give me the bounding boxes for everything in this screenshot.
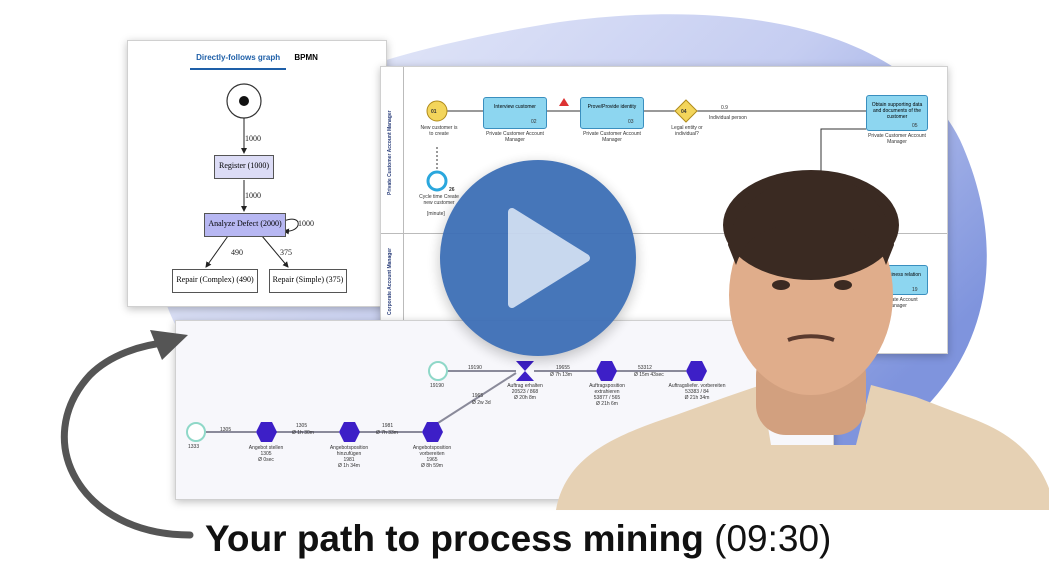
video-caption: Your path to process mining (09:30) bbox=[205, 518, 831, 560]
lane-header-column bbox=[381, 67, 404, 353]
play-icon bbox=[508, 208, 590, 308]
task-prove-identity[interactable]: Prove/Provide identity bbox=[580, 97, 644, 129]
node-repair-simple[interactable]: Repair (Simple) (375) bbox=[269, 269, 347, 293]
task-interview-customer[interactable]: Interview customer bbox=[483, 97, 547, 129]
start-node-a bbox=[186, 422, 206, 442]
task-role: Corporate Account Manager bbox=[876, 297, 918, 309]
video-title: Your path to process mining bbox=[205, 518, 704, 559]
task-obtain-data[interactable]: Obtain supporting data and documents of … bbox=[866, 95, 928, 131]
activity-hex bbox=[686, 361, 707, 381]
task-id: 03 bbox=[628, 119, 634, 125]
edge-label-analyze-loop: 1000 bbox=[298, 219, 314, 228]
edge-time: Ø 7h 13m bbox=[550, 372, 572, 378]
activity-hex bbox=[596, 361, 617, 381]
curved-arrow-icon bbox=[60, 330, 194, 539]
edge-label-analyze-simple: 375 bbox=[280, 248, 292, 257]
dfg-tabs: Directly-follows graph BPMN bbox=[128, 53, 386, 70]
edge-count: 1305 bbox=[296, 423, 308, 429]
video-duration: (09:30) bbox=[714, 518, 832, 559]
timer-unit: [minute] bbox=[427, 211, 445, 217]
edge-count: 1965 bbox=[472, 393, 484, 399]
start-node-b bbox=[428, 361, 448, 381]
edge-time: Ø 1h 30m bbox=[292, 430, 314, 436]
edge-label-analyze-complex: 490 bbox=[231, 248, 243, 257]
start-event-id: 01 bbox=[431, 109, 437, 115]
branch-label: Individual person bbox=[709, 115, 747, 121]
node-analyze-defect[interactable]: Analyze Defect (2000) bbox=[204, 213, 286, 237]
edge-count: 1305 bbox=[220, 427, 232, 433]
gateway-label: Legal entity or individual? bbox=[671, 125, 703, 137]
task-id: 02 bbox=[531, 119, 537, 125]
activity-hourglass bbox=[516, 361, 534, 381]
edge-count: 1981 bbox=[382, 423, 394, 429]
task-role: Private Customer Account Manager bbox=[583, 131, 641, 143]
node-repair-complex[interactable]: Repair (Complex) (490) bbox=[172, 269, 258, 293]
process-map-edges bbox=[186, 361, 707, 442]
edge-time: Ø 15m 43sec bbox=[634, 372, 664, 378]
edge-count: 19655 bbox=[556, 365, 570, 371]
edge-count: 19190 bbox=[468, 365, 482, 371]
warning-icon bbox=[559, 98, 569, 106]
play-button[interactable] bbox=[440, 160, 636, 356]
start-count-b: 19190 bbox=[430, 383, 444, 389]
dfg-edges bbox=[205, 83, 299, 268]
task-role: Private Customer Account Manager bbox=[486, 131, 544, 143]
edge-label-register-analyze: 1000 bbox=[245, 191, 261, 200]
timer-label: Cycle time Create new customer bbox=[419, 194, 459, 206]
start-count-a: 1333 bbox=[188, 444, 200, 450]
directly-follows-graph-panel: Directly-follows graph BPMN 1000 Registe… bbox=[127, 40, 387, 307]
activity-hex bbox=[422, 422, 443, 442]
edge-time: Ø 2w 3d bbox=[472, 400, 491, 406]
start-event-label: New customer is to create bbox=[420, 125, 458, 137]
task-id: 05 bbox=[912, 123, 918, 129]
edge-count: 53312 bbox=[638, 365, 652, 371]
timer-id: 26 bbox=[449, 187, 455, 193]
branch-prob: 0.9 bbox=[721, 105, 728, 111]
node-register[interactable]: Register (1000) bbox=[214, 155, 274, 179]
start-event bbox=[426, 100, 448, 122]
task-role: Private Customer Account Manager bbox=[868, 133, 926, 145]
activity-hex bbox=[256, 422, 277, 442]
timer-icon bbox=[426, 170, 448, 192]
activity-hex bbox=[339, 422, 360, 442]
lane-divider bbox=[381, 233, 947, 234]
gateway-diamond bbox=[674, 99, 698, 123]
task-id: 19 bbox=[912, 287, 918, 293]
tab-bpmn[interactable]: BPMN bbox=[294, 53, 318, 62]
edge-time: Ø 7h 33m bbox=[376, 430, 398, 436]
edge-label-start-register: 1000 bbox=[245, 134, 261, 143]
gateway-id: 04 bbox=[681, 109, 687, 115]
tab-directly-follows-graph[interactable]: Directly-follows graph bbox=[190, 53, 287, 70]
presenter-photo bbox=[556, 170, 1049, 510]
